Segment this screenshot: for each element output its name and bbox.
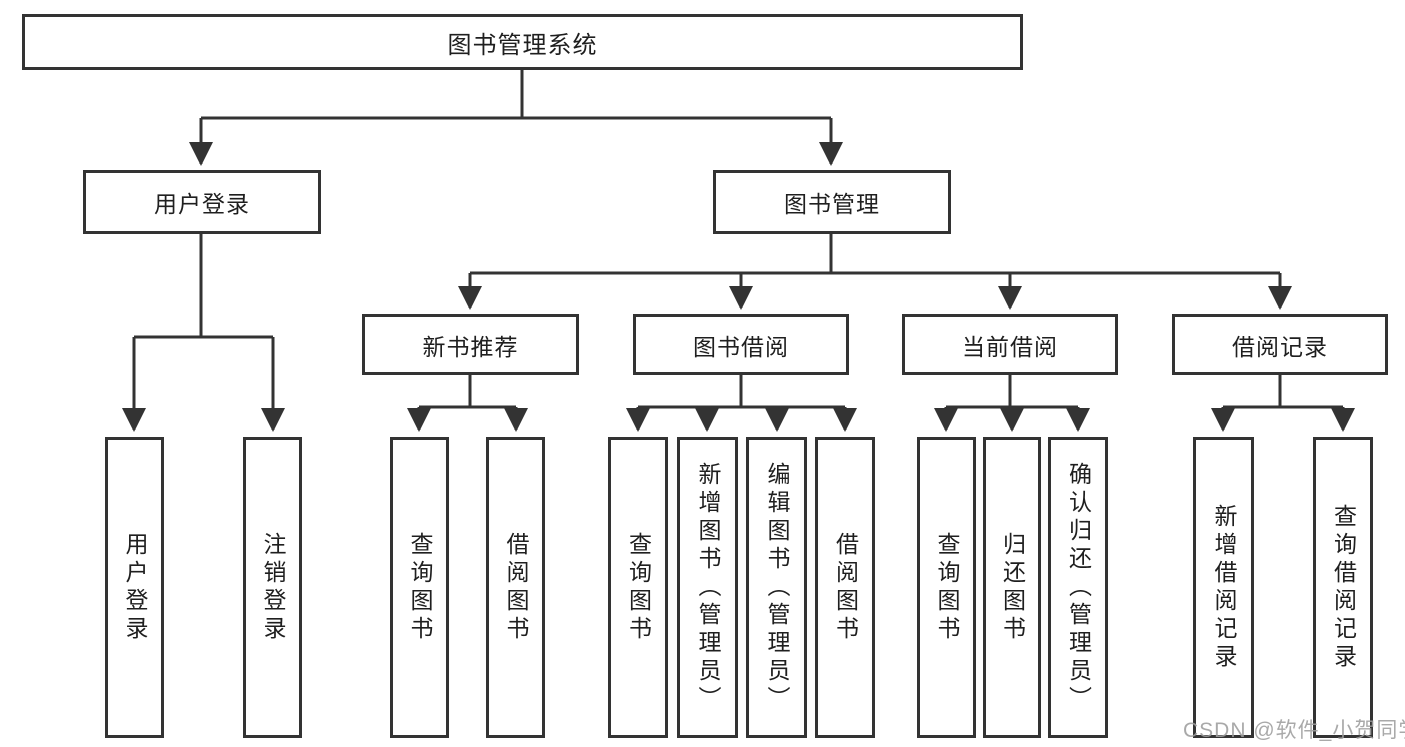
leaf-query-books-recommend: 查询图书 bbox=[390, 437, 449, 738]
leaf-query-books-borrowing-label: 查询图书 bbox=[625, 531, 652, 644]
node-new-book-recommend: 新书推荐 bbox=[362, 314, 579, 375]
leaf-query-books-borrowing: 查询图书 bbox=[608, 437, 668, 738]
node-current-borrowing-label: 当前借阅 bbox=[962, 333, 1058, 360]
connector-group bbox=[122, 70, 1355, 432]
leaf-query-books-current-label: 查询图书 bbox=[934, 531, 960, 644]
node-new-book-recommend-label: 新书推荐 bbox=[422, 333, 519, 360]
leaf-add-borrow-record-label: 新增借阅记录 bbox=[1211, 503, 1237, 672]
node-borrowing-records: 借阅记录 bbox=[1172, 314, 1388, 375]
leaf-borrow-books-borrowing: 借阅图书 bbox=[815, 437, 875, 738]
node-book-borrowing-label: 图书借阅 bbox=[693, 333, 789, 360]
leaf-add-books-admin-label: 新增图书（管理员） bbox=[695, 461, 721, 714]
leaf-add-books-admin: 新增图书（管理员） bbox=[677, 437, 738, 738]
watermark-csdn: CSDN @软件_小贺同学 bbox=[1183, 719, 1405, 742]
node-book-management-branch: 图书管理 bbox=[713, 170, 951, 234]
leaf-user-login-label: 用户登录 bbox=[122, 531, 148, 644]
node-book-management-branch-label: 图书管理 bbox=[784, 191, 880, 217]
node-user-login-branch: 用户登录 bbox=[83, 170, 321, 234]
leaf-edit-books-admin-label: 编辑图书（管理员） bbox=[764, 461, 790, 714]
node-library-management-system: 图书管理系统 bbox=[22, 14, 1023, 70]
leaf-borrow-books-recommend-label: 借阅图书 bbox=[503, 531, 529, 644]
leaf-borrow-books-recommend: 借阅图书 bbox=[486, 437, 545, 738]
leaf-query-books-current: 查询图书 bbox=[917, 437, 976, 738]
leaf-return-books: 归还图书 bbox=[983, 437, 1041, 738]
leaf-query-borrow-record-label: 查询借阅记录 bbox=[1330, 503, 1357, 672]
leaf-confirm-return-admin: 确认归还（管理员） bbox=[1048, 437, 1108, 738]
node-book-borrowing: 图书借阅 bbox=[633, 314, 849, 375]
node-borrowing-records-label: 借阅记录 bbox=[1232, 333, 1328, 360]
node-user-login-branch-label: 用户登录 bbox=[154, 191, 250, 217]
node-library-management-system-label: 图书管理系统 bbox=[447, 31, 598, 59]
leaf-confirm-return-admin-label: 确认归还（管理员） bbox=[1065, 461, 1092, 714]
node-current-borrowing: 当前借阅 bbox=[902, 314, 1118, 375]
leaf-user-login: 用户登录 bbox=[105, 437, 164, 738]
leaf-logout: 注销登录 bbox=[243, 437, 302, 738]
leaf-edit-books-admin: 编辑图书（管理员） bbox=[746, 437, 807, 738]
leaf-query-books-recommend-label: 查询图书 bbox=[407, 531, 433, 644]
leaf-borrow-books-borrowing-label: 借阅图书 bbox=[832, 531, 859, 644]
leaf-logout-label: 注销登录 bbox=[260, 531, 286, 644]
leaf-return-books-label: 归还图书 bbox=[999, 531, 1026, 644]
leaf-query-borrow-record: 查询借阅记录 bbox=[1313, 437, 1373, 738]
leaf-add-borrow-record: 新增借阅记录 bbox=[1193, 437, 1254, 738]
